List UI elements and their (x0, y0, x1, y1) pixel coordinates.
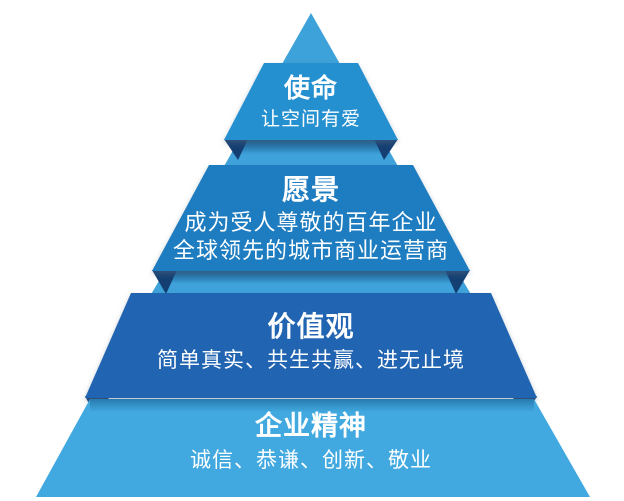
fold-right-2 (445, 270, 470, 294)
mission-title: 使命 (283, 73, 338, 103)
spirit-band-shape (36, 399, 590, 497)
vision-title: 愿景 (282, 174, 340, 205)
spirit-line: 诚信、恭谦、创新、敬业 (190, 449, 432, 472)
mission-band-shape (224, 63, 398, 140)
values-band-shape (85, 293, 537, 398)
fold-left-1 (224, 139, 248, 160)
spirit-band-top-shadow (90, 399, 534, 412)
vision-band-shape (152, 165, 470, 271)
fold-left-2 (152, 270, 177, 294)
gap-strip-1 (223, 138, 399, 168)
vision-line-2: 全球领先的城市商业运营商 (173, 238, 449, 263)
mission-line: 让空间有爱 (261, 108, 361, 130)
fold-right-1 (374, 139, 398, 160)
values-line: 简单真实、共生共赢、进无止境 (157, 349, 465, 372)
values-title: 价值观 (267, 311, 354, 342)
spirit-title: 企业精神 (255, 410, 367, 441)
pyramid-tip-shape (278, 13, 344, 71)
gap-strip-2 (150, 269, 472, 296)
vision-line-1: 成为受人尊敬的百年企业 (184, 210, 437, 235)
